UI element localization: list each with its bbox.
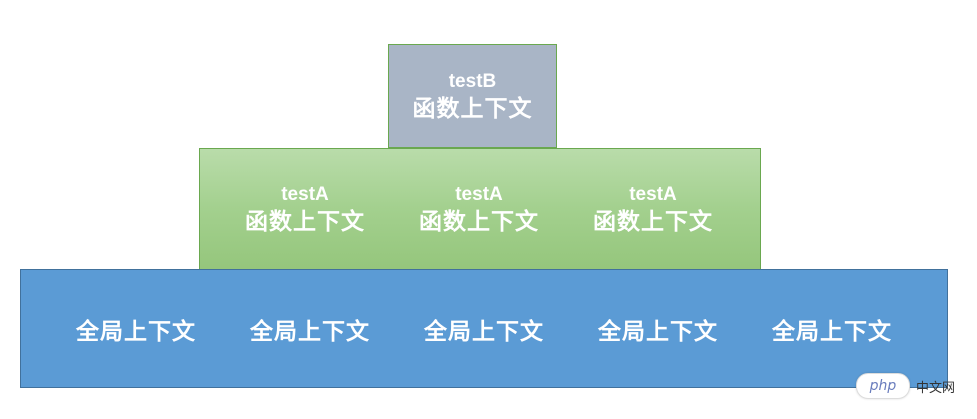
php-logo-icon: php	[856, 373, 910, 399]
function-name: testA	[281, 183, 329, 205]
function-name: testA	[629, 183, 677, 205]
global-context-block: 全局上下文 全局上下文 全局上下文 全局上下文 全局上下文	[20, 269, 948, 388]
context-label: 函数上下文	[419, 207, 539, 234]
testa-context-block: testA 函数上下文 testA 函数上下文 testA 函数上下文	[199, 148, 761, 270]
function-name: testB	[448, 70, 497, 92]
global-context-label: 全局上下文	[250, 317, 370, 344]
context-label: 函数上下文	[593, 207, 713, 234]
global-context-label: 全局上下文	[598, 317, 718, 344]
testa-label: testA 函数上下文	[593, 183, 713, 236]
context-label: 函数上下文	[245, 207, 365, 234]
context-label: 函数上下文	[412, 94, 533, 121]
watermark-site-text: 中文网	[916, 380, 956, 396]
testb-label: testB 函数上下文	[413, 70, 533, 123]
global-context-label: 全局上下文	[424, 317, 544, 344]
function-name: testA	[455, 183, 503, 205]
testb-context-block: testB 函数上下文	[388, 44, 557, 148]
testa-label: testA 函数上下文	[419, 183, 539, 236]
global-context-label: 全局上下文	[76, 317, 196, 344]
testa-label: testA 函数上下文	[245, 183, 365, 236]
global-context-label: 全局上下文	[772, 317, 892, 344]
site-watermark: php 中文网	[856, 373, 955, 399]
